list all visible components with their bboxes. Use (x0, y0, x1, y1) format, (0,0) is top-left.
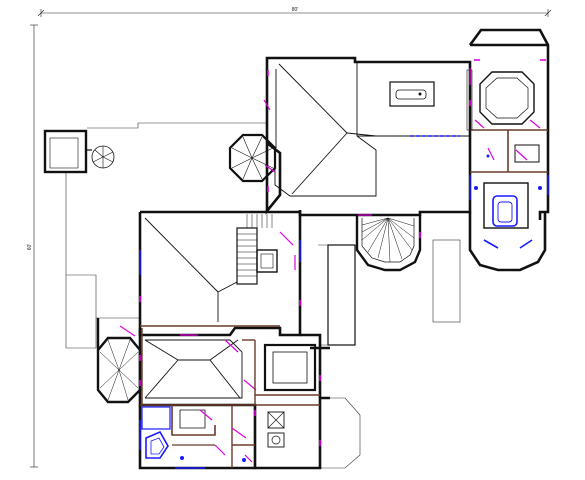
depth-dimension-label: 60' (27, 244, 33, 251)
interior-stair (236, 214, 278, 285)
roof-outline-middle (144, 217, 238, 322)
roof-outline-upper (266, 62, 470, 197)
stair-tower (43, 129, 115, 174)
hot-tub (389, 81, 435, 107)
lower-pavilion (96, 318, 142, 404)
roof-outline-lower (144, 339, 243, 399)
lower-bath-wing (140, 404, 320, 468)
right-tower (466, 28, 550, 272)
width-dimension-label: 80' (292, 7, 299, 13)
width-dimension-line (37, 9, 552, 17)
exterior-deck-outlines (65, 122, 461, 469)
door-jambs (139, 59, 546, 446)
bay-stair (355, 215, 422, 272)
windows (139, 135, 549, 469)
light-well (263, 343, 317, 392)
interior-walls (140, 325, 320, 405)
door-swings (119, 68, 541, 463)
depth-dimension-line (30, 24, 38, 468)
bath-fixtures (180, 154, 542, 462)
octagon-gazebo (228, 133, 277, 183)
